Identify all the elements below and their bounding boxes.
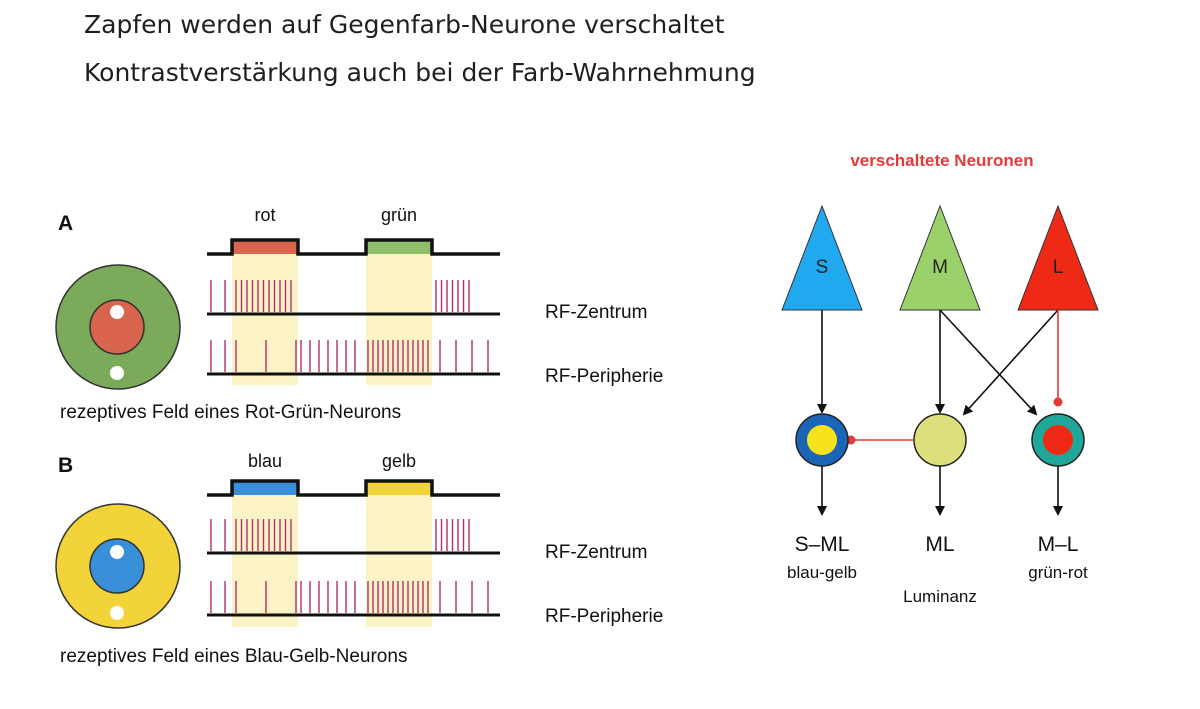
panel-a-caption: rezeptives Feld eines Rot-Grün-Neurons — [60, 402, 401, 423]
panel-a-stimulus-2-bar — [366, 240, 432, 254]
title-line-1: Zapfen werden auf Gegenfarb-Neurone vers… — [84, 10, 725, 39]
panel-a-window-1 — [232, 252, 298, 385]
panel-b-stimulus-1-bar — [232, 481, 298, 495]
sml-output-sublabel: blau-gelb — [787, 563, 857, 582]
panel-b-caption: rezeptives Feld eines Blau-Gelb-Neurons — [60, 646, 407, 667]
panel-a-stimulus-trace — [207, 238, 500, 256]
panel-b-window-1 — [232, 494, 298, 627]
m-l-output-sublabel: grün-rot — [1028, 563, 1088, 582]
panel-b-letter: B — [58, 454, 73, 477]
panel-b-window-2 — [366, 494, 432, 627]
panel-b-rf-periphery-label: RF-Peripherie — [545, 606, 663, 627]
panel-b-center-spikes — [210, 519, 470, 551]
wiring-heading: verschaltete Neuronen — [850, 151, 1033, 170]
panel-a-stimulus-1-label: rot — [254, 205, 275, 225]
m-to-ml-opponent-arrow — [939, 309, 1038, 416]
panel-a-rf-periphery-label: RF-Peripherie — [545, 366, 663, 387]
panel-b-stimulus-2-bar — [366, 481, 432, 495]
s-cone-label: S — [816, 257, 829, 278]
m-l-neuron-center — [1043, 425, 1073, 455]
l-to-ml-arrow — [962, 309, 1059, 416]
panel-a-center-probe-dot — [110, 305, 124, 319]
sml-output-label: S–ML — [795, 533, 850, 556]
panel-a-letter: A — [58, 212, 73, 235]
panel-a-rf-center-label: RF-Zentrum — [545, 302, 647, 323]
ml-inhibitory-dot — [846, 435, 856, 445]
panel-b-rf-center-label: RF-Zentrum — [545, 542, 647, 563]
panel-a-periphery-probe-dot — [110, 366, 124, 380]
panel-b: B blau gelb RF-Zentrum RF-Peripherie rez… — [55, 451, 663, 667]
ml-output-label: ML — [925, 533, 954, 556]
m-l-output-label: M–L — [1038, 533, 1079, 556]
wiring-diagram: verschaltete Neuronen S M L — [781, 151, 1099, 606]
panel-b-periphery-probe-dot — [110, 606, 124, 620]
sml-neuron-center — [807, 425, 837, 455]
l-cone-label: L — [1053, 257, 1064, 278]
panel-a-rf-center — [89, 299, 145, 355]
panel-b-stimulus-1-label: blau — [248, 451, 282, 471]
panel-b-rf-center — [89, 538, 145, 594]
panel-a-window-2 — [366, 252, 432, 385]
m-cone-label: M — [932, 257, 948, 278]
panel-b-stimulus-trace — [207, 479, 500, 497]
panel-a-center-spikes — [210, 280, 470, 312]
panel-a-stimulus-1-bar — [232, 240, 298, 254]
panel-b-stimulus-2-label: gelb — [382, 451, 416, 471]
panel-a-stimulus-2-label: grün — [381, 205, 417, 225]
panel-b-center-probe-dot — [110, 545, 124, 559]
panel-a-periphery-spikes — [210, 340, 489, 372]
ml-neuron — [913, 413, 967, 467]
ml-output-sublabel: Luminanz — [903, 587, 977, 606]
l-inhibitory-dot — [1053, 397, 1063, 407]
title-line-2: Kontrastverstärkung auch bei der Farb-Wa… — [84, 58, 756, 87]
panel-b-periphery-spikes — [210, 581, 489, 613]
panel-a: A rot grün RF-Zentrum RF-Peripherie reze… — [55, 205, 663, 423]
